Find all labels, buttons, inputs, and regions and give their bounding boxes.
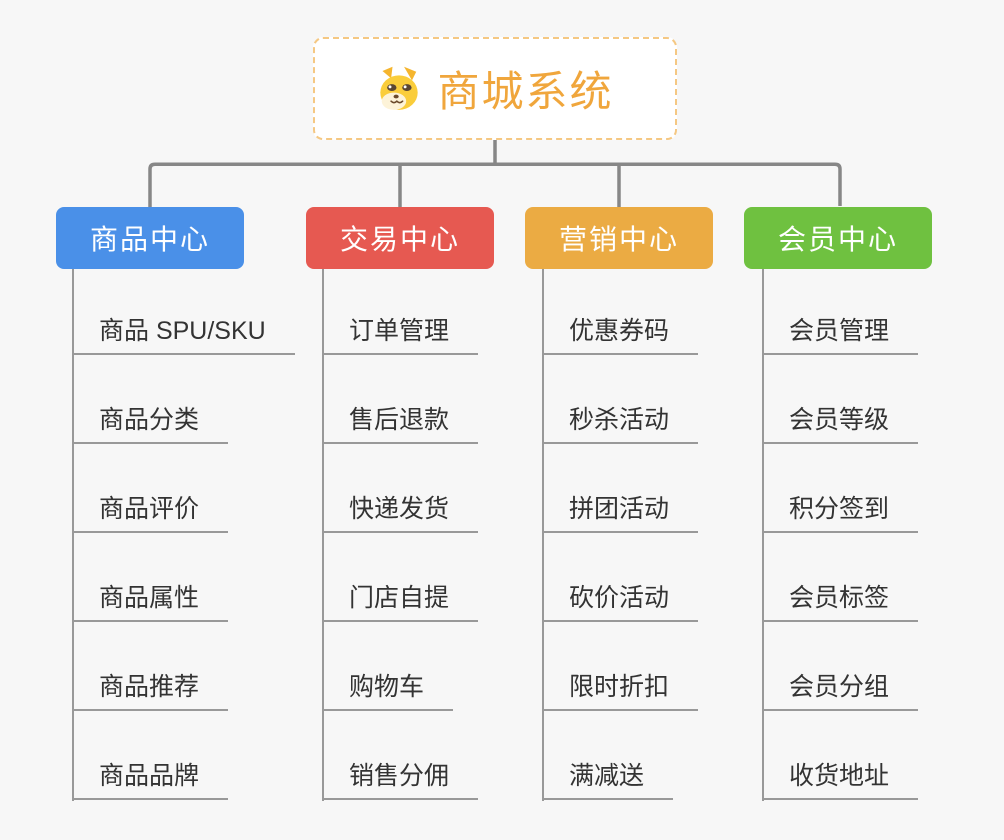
leaf-node[interactable]: 拼团活动 — [542, 494, 699, 533]
leaf-node[interactable]: 售后退款 — [322, 405, 479, 444]
leaf-node[interactable]: 商品评价 — [72, 494, 229, 533]
leaf-node[interactable]: 商品 SPU/SKU — [72, 316, 295, 355]
leaf-node[interactable]: 优惠券码 — [542, 316, 699, 355]
branch-children-connector — [322, 269, 324, 801]
branch-children-connector — [542, 269, 544, 801]
branch-node-2[interactable]: 交易中心 — [306, 207, 494, 269]
root-node[interactable]: 商城系统 — [313, 37, 677, 140]
leaf-node[interactable]: 会员分组 — [762, 672, 919, 711]
leaf-node[interactable]: 积分签到 — [762, 494, 919, 533]
leaf-node[interactable]: 购物车 — [322, 672, 454, 711]
branch-node-1[interactable]: 商品中心 — [56, 207, 244, 269]
root-title: 商城系统 — [437, 68, 614, 115]
branch-children-connector — [762, 269, 764, 801]
leaf-node[interactable]: 砍价活动 — [542, 583, 699, 622]
branch-node-3[interactable]: 营销中心 — [525, 207, 713, 269]
branch-node-4[interactable]: 会员中心 — [744, 207, 932, 269]
leaf-node[interactable]: 销售分佣 — [322, 761, 479, 800]
leaf-node[interactable]: 快递发货 — [322, 494, 479, 533]
leaf-node[interactable]: 会员等级 — [762, 405, 919, 444]
leaf-node[interactable]: 商品分类 — [72, 405, 229, 444]
branch-bus-connector — [148, 162, 842, 207]
leaf-node[interactable]: 商品品牌 — [72, 761, 229, 800]
branch-children-connector — [72, 269, 74, 801]
leaf-node[interactable]: 会员管理 — [762, 316, 919, 355]
leaf-node[interactable]: 收货地址 — [762, 761, 919, 800]
leaf-node[interactable]: 满减送 — [542, 761, 674, 800]
leaf-node[interactable]: 门店自提 — [322, 583, 479, 622]
leaf-node[interactable]: 秒杀活动 — [542, 405, 699, 444]
leaf-node[interactable]: 订单管理 — [322, 316, 479, 355]
doge-face-icon — [376, 66, 422, 112]
leaf-node[interactable]: 商品推荐 — [72, 672, 229, 711]
leaf-node[interactable]: 商品属性 — [72, 583, 229, 622]
leaf-node[interactable]: 会员标签 — [762, 583, 919, 622]
leaf-node[interactable]: 限时折扣 — [542, 672, 699, 711]
